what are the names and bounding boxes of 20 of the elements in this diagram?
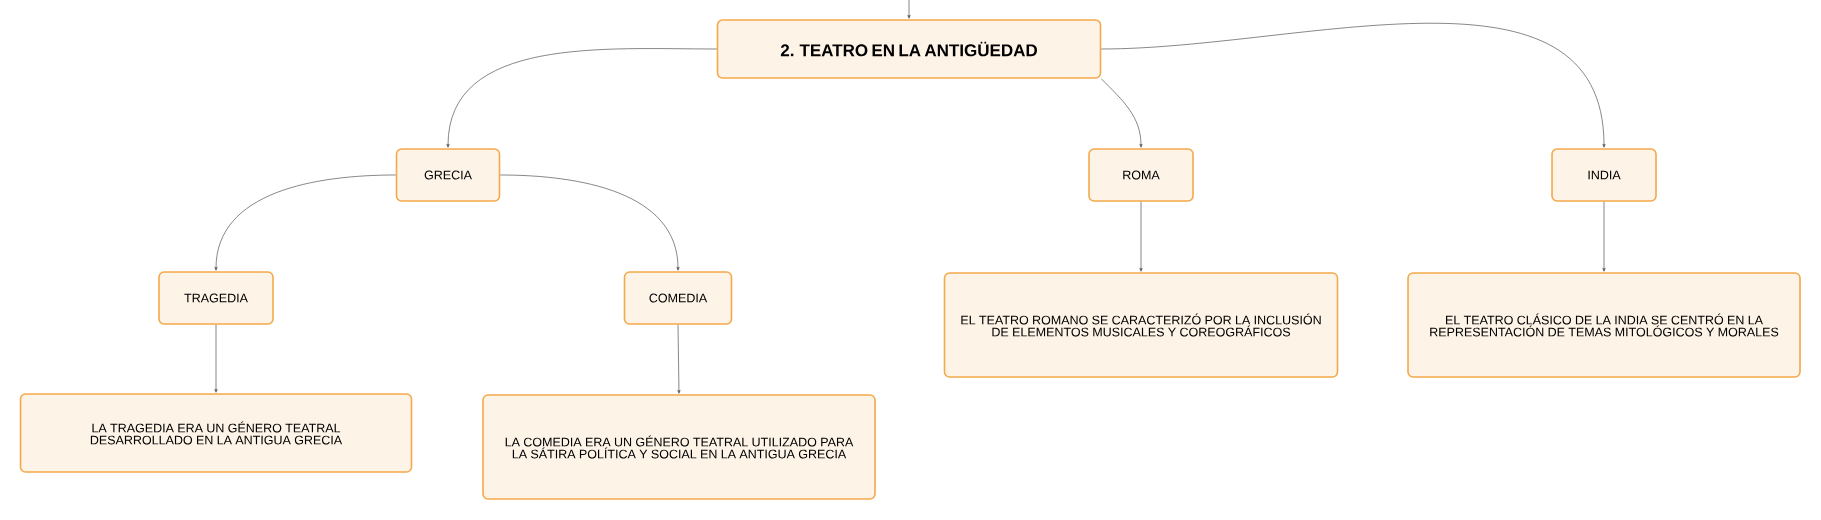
description-box: LA TRAGEDIA ERA UN GÉNERO TEATRAL DESARROLLADO EN LA ANTIGUA GRECIA (19, 393, 413, 473)
arrow (446, 48, 718, 148)
arrow (1100, 78, 1143, 148)
arrow (214, 174, 397, 271)
topic-box: INDIA (1551, 148, 1657, 202)
description-box: EL TEATRO CLÁSICO DE LA INDIA SE CENTRÓ EN LA REPRESENTACIÓN DE TEMAS MITOLÓGICOS Y MORALES (1407, 272, 1801, 378)
description-box: EL TEATRO ROMANO SE CARACTERIZÓ POR LA INCLUSIÓN DE ELEMENTOS MUSICALES Y COREOGRÁFICOS (943, 272, 1339, 378)
arrow (1602, 201, 1606, 272)
topic-box: ROMA (1088, 148, 1194, 202)
arrow (907, 0, 911, 19)
description-box: LA COMEDIA ERA UN GÉNERO TEATRAL UTILIZADO PARA LA SÁTIRA POLÍTICA Y SOCIAL EN LA ANTIGUA GRECIA (482, 394, 876, 500)
topic-box: TRAGEDIA (158, 271, 274, 325)
arrow (1100, 22, 1606, 148)
topic-box: GRECIA (395, 148, 501, 202)
arrow (499, 174, 680, 271)
topic-box: COMEDIA (623, 271, 733, 325)
title-box: 2. TEATRO EN LA ANTIGÜEDAD (716, 19, 1102, 79)
arrow (677, 324, 681, 394)
arrow (214, 324, 218, 393)
arrow (1139, 201, 1143, 272)
